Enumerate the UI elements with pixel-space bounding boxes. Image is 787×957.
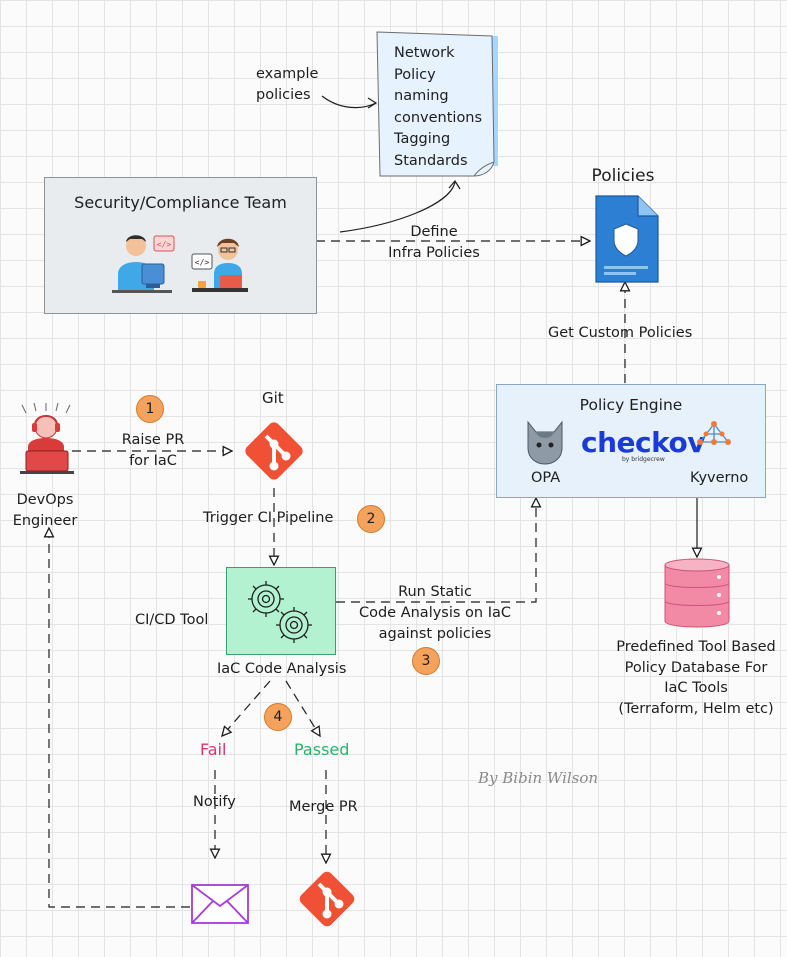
opa-logo-icon [527,420,563,465]
trigger-ci-label: Trigger CI Pipeline [203,510,334,526]
svg-text:</>: </> [157,240,172,249]
arrow-mail-to-devops [49,528,190,908]
arrow-example-policies [321,95,377,109]
example-policies-label: example policies [256,66,319,103]
fail-label: Fail [200,740,227,759]
iac-analysis-label: IaC Code Analysis [217,661,347,677]
step-badge-2: 2 [357,505,385,533]
policy-engine-box [496,384,766,498]
security-team-title: Security/Compliance Team [74,193,287,212]
step-badge-3: 3 [412,647,440,675]
checkov-byline: by bridgecrew [622,456,665,463]
passed-label: Passed [294,740,350,759]
arrow-note-to-team [339,181,456,233]
author-signature: By Bibin Wilson [478,769,599,787]
security-team-box [44,177,317,314]
policy-document-icon [595,195,659,283]
devops-engineer-label: DevOps Engineer [12,492,78,529]
notify-label: Notify [193,794,236,810]
arrow-to-fail [222,680,271,736]
policy-engine-title: Policy Engine [579,396,683,414]
arrow-to-pass [285,680,320,736]
ci-cd-box [226,567,336,655]
kyverno-logo-icon [697,421,731,445]
email-icon [191,884,249,924]
ci-tool-label: CI/CD Tool [135,612,209,628]
raise-pr-label: Raise PR for IaC [121,432,185,469]
step-badge-1: 1 [136,395,164,423]
git-merge-logo-icon [299,871,355,927]
git-title: Git [262,389,284,407]
arrow-run-static [336,498,536,603]
gears-icon [248,581,312,643]
svg-text:</>: </> [195,258,210,267]
kyverno-label: Kyverno [690,470,749,486]
policies-title: Policies [591,166,655,186]
policy-note-text: Network Policy naming conventions Taggin… [394,45,483,169]
checkov-logo: checkov [581,426,705,459]
policy-database-icon [664,558,730,628]
get-custom-policies-label: Get Custom Policies [548,325,693,341]
merge-pr-label: Merge PR [289,799,358,815]
define-policies-label: Define Infra Policies [388,224,480,261]
policy-note [376,31,498,177]
coder-avatar-icon: </> [191,238,248,292]
step-badge-4: 4 [264,703,292,731]
opa-label: OPA [531,470,561,486]
devops-engineer-icon [20,403,74,474]
git-logo-icon [245,422,303,480]
database-label: Predefined Tool Based Policy Database Fo… [616,639,776,717]
run-static-label: Run Static Code Analysis on IaC against … [358,584,512,642]
developer-avatar-icon: </> [112,235,175,293]
